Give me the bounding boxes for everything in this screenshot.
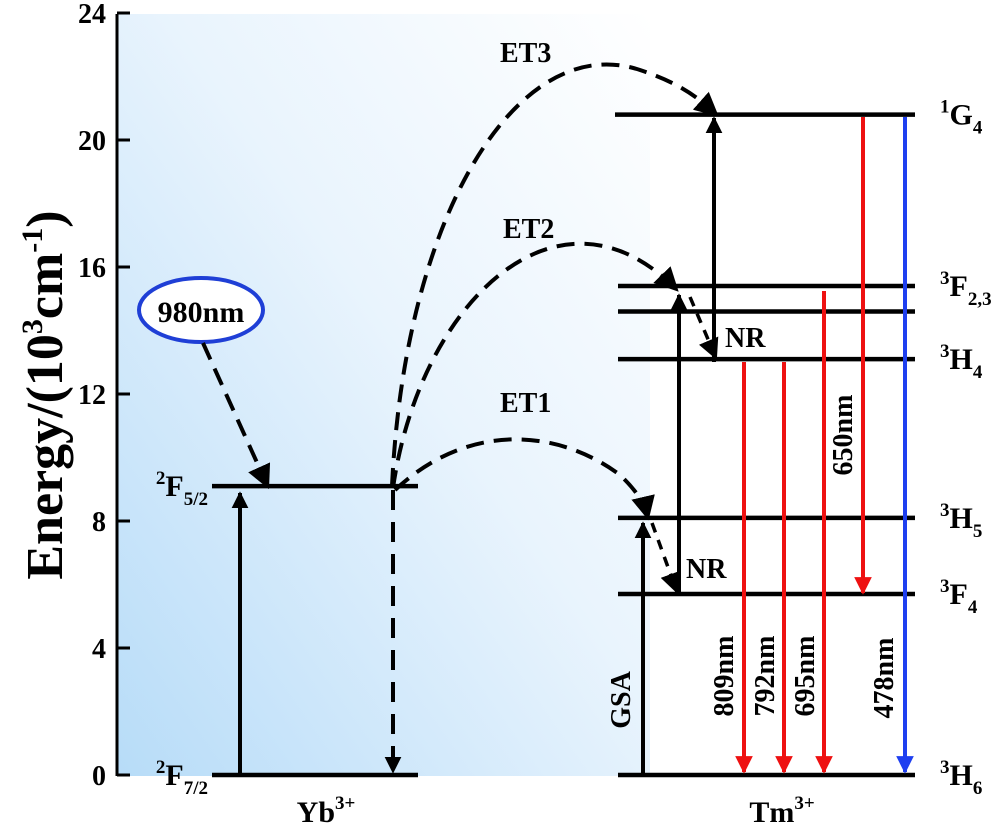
et1-label: ET1 <box>500 388 551 419</box>
nr-upper-label: NR <box>725 323 766 354</box>
tm-level-label: 3F2,3 <box>940 268 992 310</box>
y-axis-title-mid: cm <box>17 253 74 319</box>
tm-level-label: 1G4 <box>940 97 983 139</box>
nr-upper-dashed-arrow <box>688 296 719 360</box>
yb-ion-label: Yb3+ <box>297 793 356 829</box>
y-tick-label: 4 <box>92 634 106 665</box>
et3-curve <box>390 62 719 487</box>
tm-level-label: 3H5 <box>940 500 982 542</box>
tm-level-label: 3H6 <box>940 757 982 799</box>
emission-792-label: 792nm <box>750 636 781 717</box>
et1-curve <box>393 437 655 521</box>
y-axis-title-main: Energy/(10 <box>17 334 74 580</box>
y-tick-label: 12 <box>78 380 106 411</box>
et3-label: ET3 <box>500 38 551 69</box>
emission-650-label: 650nm <box>828 395 859 476</box>
et2-label: ET2 <box>503 214 554 245</box>
y-tick-label: 20 <box>78 126 106 157</box>
y-tick-label: 16 <box>78 253 106 284</box>
pump-label: 980nm <box>158 296 245 329</box>
y-axis-title-sup1: 3 <box>16 319 49 334</box>
y-axis-title: Energy/(103cm-1) <box>16 210 74 579</box>
y-tick-label: 24 <box>78 0 106 30</box>
y-tick-label: 8 <box>92 507 106 538</box>
yb-level-label: 2F5/2 <box>156 468 208 510</box>
tm-ion-label: Tm3+ <box>749 793 814 829</box>
nr-lower-dashed-arrow <box>650 522 681 594</box>
tm-level-label: 3H4 <box>940 341 983 383</box>
yb-level-label: 2F7/2 <box>156 757 208 799</box>
pump-ellipse <box>137 276 265 344</box>
nr-lower-label: NR <box>686 554 727 585</box>
plot-background <box>117 14 650 776</box>
gsa-label: GSA <box>606 670 637 728</box>
emission-478-label: 478nm <box>869 638 900 719</box>
y-tick-label: 0 <box>92 761 106 792</box>
tm-level-label: 3F4 <box>940 576 978 618</box>
emission-695-label: 695nm <box>790 636 821 717</box>
et2-curve <box>391 241 679 489</box>
emission-809-label: 809nm <box>709 636 740 717</box>
y-axis: 0 4 8 12 16 20 24 <box>78 0 130 792</box>
y-axis-title-end: ) <box>17 210 74 227</box>
y-axis-title-sup2: -1 <box>16 228 49 253</box>
